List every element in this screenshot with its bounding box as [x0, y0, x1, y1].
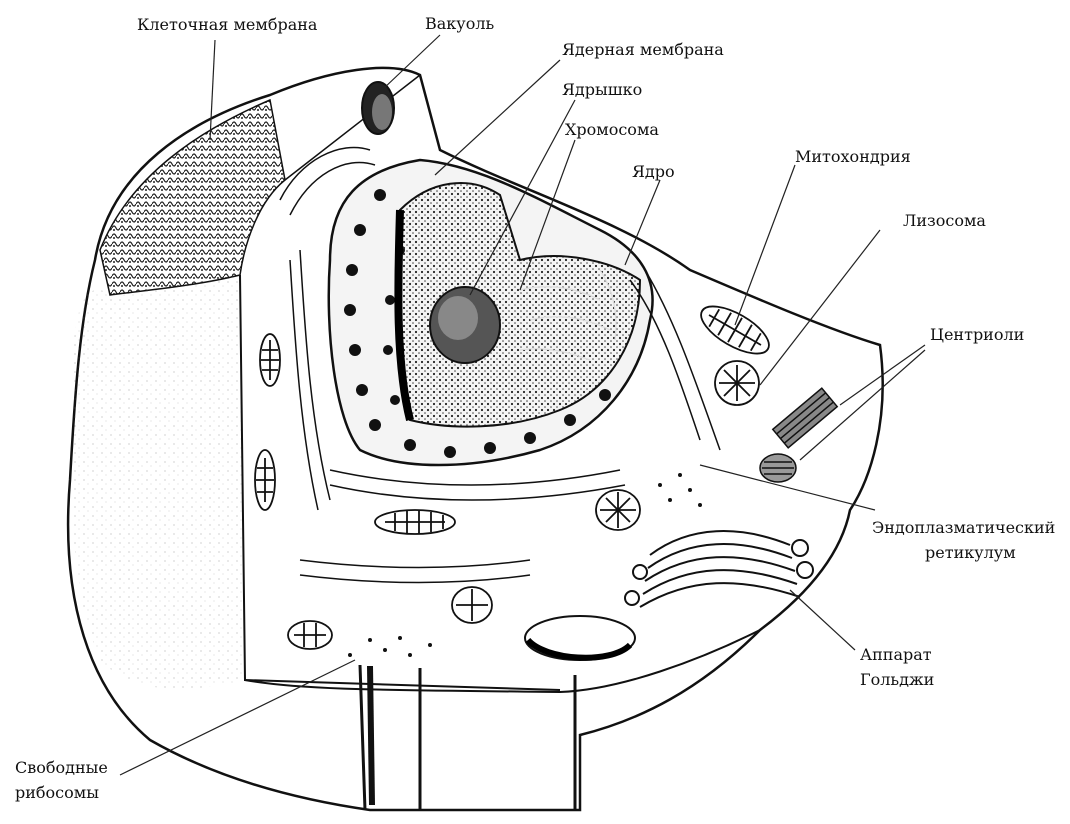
label-mitochondrion: Митохондрия [795, 147, 911, 166]
label-nucleolus: Ядрышко [562, 80, 642, 99]
label-chromosome: Хромосома [565, 120, 659, 139]
label-er-line2: ретикулум [925, 543, 1016, 562]
label-cell-membrane: Клеточная мембрана [137, 15, 317, 34]
label-ribosomes-line2: рибосомы [15, 783, 99, 802]
label-er-line1: Эндоплазматический [872, 518, 1055, 537]
label-golgi-line1: Аппарат [860, 645, 932, 664]
label-centrioles: Центриоли [930, 325, 1024, 344]
label-nucleus: Ядро [632, 162, 675, 181]
label-golgi-line2: Гольджи [860, 670, 934, 689]
label-ribosomes-line1: Свободные [15, 758, 108, 777]
label-vacuole: Вакуоль [425, 14, 494, 33]
lysosome-shape [715, 361, 759, 405]
label-nuclear-membrane: Ядерная мембрана [562, 40, 724, 59]
label-lysosome: Лизосома [903, 211, 986, 230]
